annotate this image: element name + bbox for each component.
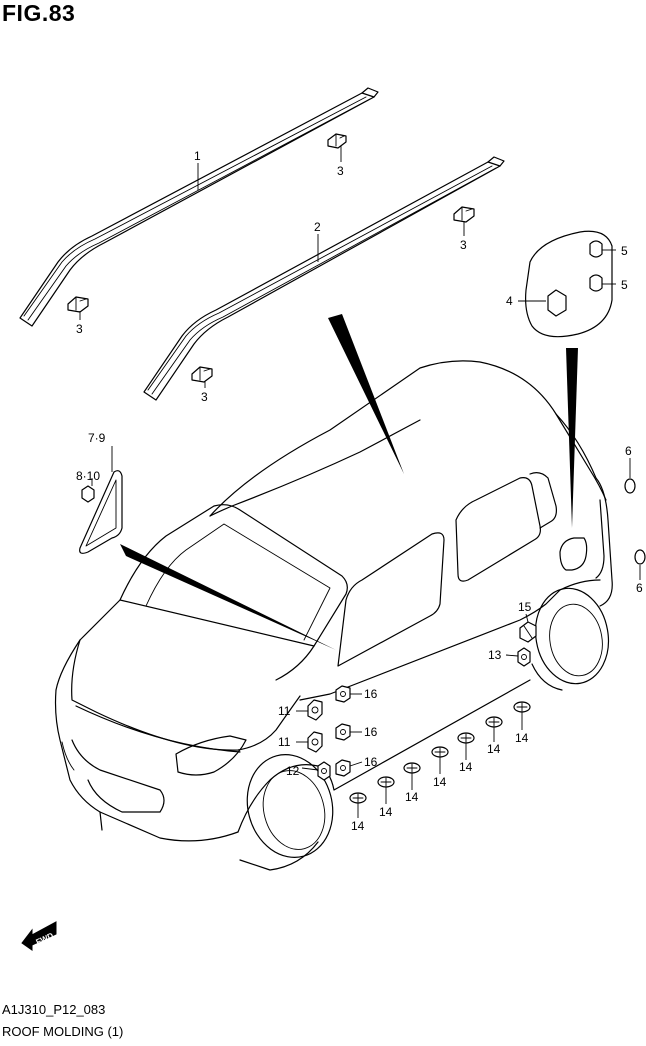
seal-6-lower — [634, 549, 646, 565]
callout-12: 12 — [286, 764, 300, 778]
callout-14-a: 14 — [351, 819, 365, 833]
clip-13 — [517, 647, 531, 667]
callout-1: 1 — [194, 149, 201, 163]
callout-16-a: 16 — [364, 687, 378, 701]
callout-14-f: 14 — [487, 742, 501, 756]
clip-12 — [317, 761, 331, 781]
diagram-name: ROOF MOLDING (1) — [2, 1024, 124, 1039]
callout-8-10: 8·10 — [76, 469, 100, 483]
callout-14-c: 14 — [405, 790, 419, 804]
clip-11-upper — [307, 699, 323, 721]
callout-6-b: 6 — [636, 581, 643, 595]
garnish-clip — [81, 485, 95, 503]
callout-14-d: 14 — [433, 775, 447, 789]
callout-15: 15 — [518, 600, 532, 614]
leader-lines — [79, 146, 641, 818]
retainer-14-d — [431, 746, 449, 758]
location-pointers — [120, 314, 578, 650]
callout-5-a: 5 — [621, 244, 628, 258]
retainer-14-c — [403, 762, 421, 774]
callout-6-a: 6 — [625, 444, 632, 458]
callout-labels: 1 2 3 3 3 3 4 5 5 6 6 7·9 8·10 11 11 12 … — [76, 149, 643, 833]
nut-16-c — [335, 759, 351, 777]
callout-3-a: 3 — [337, 164, 344, 178]
figure-title: FIG.83 — [2, 0, 76, 26]
callout-4: 4 — [506, 294, 513, 308]
front-pillar-garnish — [79, 470, 123, 554]
callout-14-g: 14 — [515, 731, 529, 745]
nut-16-a — [335, 685, 351, 703]
retainer-14-g — [513, 701, 531, 713]
roof-molding-left — [19, 87, 379, 327]
fuel-lid — [525, 230, 613, 338]
callout-16-c: 16 — [364, 755, 378, 769]
nut-16-b — [335, 723, 351, 741]
forward-arrow-icon: FWD — [21, 921, 57, 951]
callout-11-b: 11 — [278, 735, 291, 749]
clip-11-lower — [307, 731, 323, 753]
callout-3-d: 3 — [201, 390, 208, 404]
roof-molding-right — [143, 156, 505, 401]
callout-5-b: 5 — [621, 278, 628, 292]
callout-3-b: 3 — [76, 322, 83, 336]
clip-3-lower-right — [191, 366, 213, 383]
retainer-14-e — [457, 732, 475, 744]
retainer-14-f — [485, 716, 503, 728]
diagram-code: A1J310_P12_083 — [2, 1002, 106, 1017]
retainer-14-a — [349, 792, 367, 804]
callout-11-a: 11 — [278, 704, 291, 718]
callout-14-b: 14 — [379, 805, 393, 819]
retainer-14-b — [377, 776, 395, 788]
clip-3-upper-right — [453, 206, 475, 223]
clip-3-lower-left — [67, 296, 89, 313]
clip-15 — [519, 621, 537, 643]
clip-3-upper-left — [327, 133, 347, 149]
callout-14-e: 14 — [459, 760, 473, 774]
callout-2: 2 — [314, 220, 321, 234]
seal-6-upper — [624, 478, 636, 494]
callout-16-b: 16 — [364, 725, 378, 739]
callout-3-c: 3 — [460, 238, 467, 252]
vehicle-body — [54, 360, 613, 871]
callout-7-9: 7·9 — [88, 431, 106, 445]
callout-13: 13 — [488, 648, 502, 662]
